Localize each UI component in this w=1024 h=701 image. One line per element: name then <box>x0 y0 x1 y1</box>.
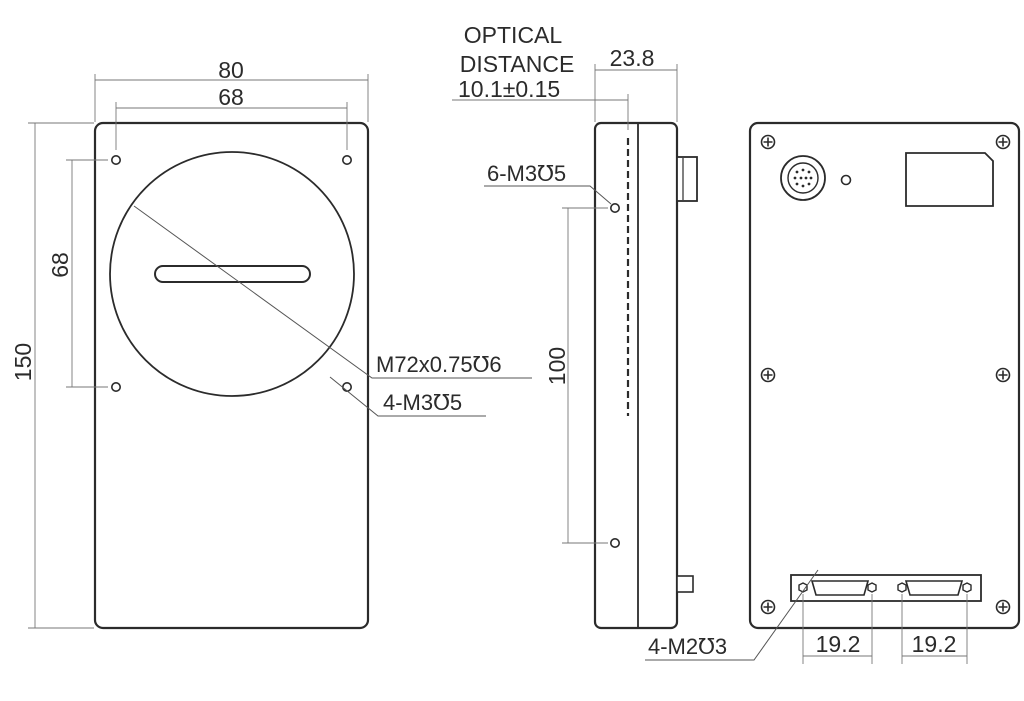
back-screw-mid-left <box>760 367 776 383</box>
back-view: 4-M2℧3 19.2 19.2 <box>645 121 1021 664</box>
side-body-outline <box>593 121 679 630</box>
back-screw-bottom-right <box>995 599 1011 615</box>
optical-distance-value: 10.1±0.15 <box>458 76 560 102</box>
front-holes-leader <box>329 376 486 417</box>
dsub-hex-standoffs <box>798 582 972 593</box>
sensor-slot <box>154 265 311 283</box>
back-screw-top-left <box>760 134 776 150</box>
side-hole-top <box>609 203 620 214</box>
back-screw-bottom-left <box>760 599 776 615</box>
dsub-connector-right <box>904 580 964 596</box>
front-screw-hole-top-right <box>341 155 352 166</box>
front-view: 80 68 68 150 M72x0.75℧6 4-M3℧5 <box>10 57 532 630</box>
lens-mount-leader <box>133 205 532 379</box>
label-plate <box>905 152 994 207</box>
front-screw-hole-bottom-right <box>341 381 352 392</box>
dim-19-2-left-label: 19.2 <box>816 631 861 657</box>
front-screw-hole-top-left <box>111 155 122 166</box>
optical-distance-label-line1: OPTICAL <box>464 22 563 48</box>
connector-holes-label: 4-M2℧3 <box>648 634 727 659</box>
dim-150-label: 150 <box>10 343 36 381</box>
side-holes-leader <box>484 185 612 205</box>
circular-io-connector <box>780 155 826 201</box>
side-hole-bottom <box>609 537 620 548</box>
side-holes-label: 6-M3℧5 <box>487 161 566 186</box>
connector-holes-leader <box>645 569 819 661</box>
back-screw-top-right <box>995 134 1011 150</box>
side-view: OPTICAL DISTANCE 10.1±0.15 23.8 6-M3℧5 1… <box>452 22 698 630</box>
dim-23-8-label: 23.8 <box>610 45 655 71</box>
dim-19-2-right-label: 19.2 <box>912 631 957 657</box>
front-holes-label: 4-M3℧5 <box>383 390 462 415</box>
dim-80-label: 80 <box>218 57 244 83</box>
dim-100-label: 100 <box>544 347 570 385</box>
dim-68v-label: 68 <box>47 252 73 278</box>
lens-mount-label: M72x0.75℧6 <box>376 352 502 377</box>
optical-distance-label-line2: DISTANCE <box>460 51 575 77</box>
back-screw-mid-right <box>995 367 1011 383</box>
front-screw-hole-bottom-left <box>111 381 122 392</box>
status-led <box>840 174 852 186</box>
dsub-connector-left <box>810 580 870 596</box>
dim-68h-label: 68 <box>218 84 244 110</box>
side-connector-bottom <box>676 575 694 593</box>
side-connector-top <box>676 156 698 202</box>
back-body-outline <box>748 121 1021 630</box>
